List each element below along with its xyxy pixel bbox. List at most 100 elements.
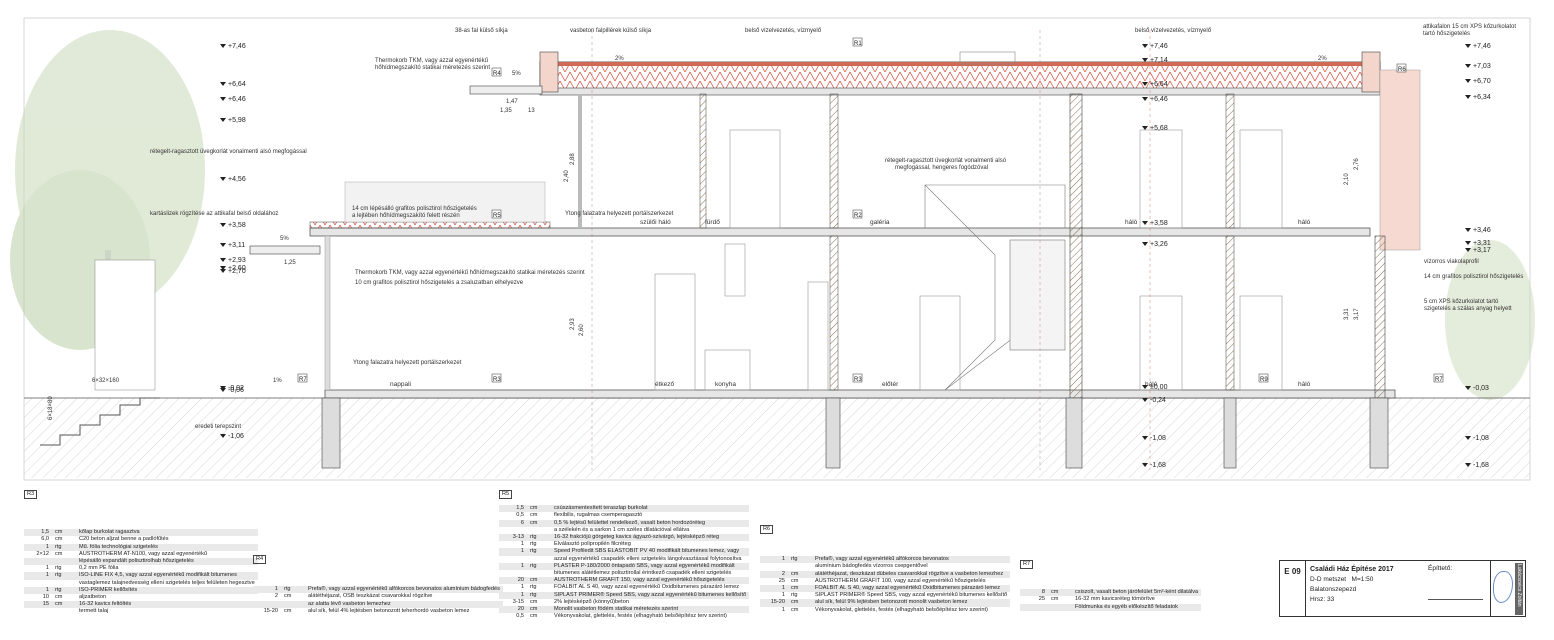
exterior-steps (40, 397, 160, 446)
spec-thickness: 1 (781, 592, 785, 599)
note-insulation-14b: a lejtében hőhídmegszakító felett részén (352, 213, 460, 219)
spec-thickness (24, 580, 52, 587)
note-ytong-upper: Ytong falazatra helyezett portálszerkeze… (565, 211, 674, 217)
spec-unit (52, 580, 76, 587)
spec-row: vastaglemez talajnedvesség elleni sziget… (24, 580, 258, 587)
spec-r7-code: R7 (1020, 560, 1034, 570)
spec-r3-code: R3 (24, 490, 38, 500)
spec-unit: cm (284, 607, 292, 614)
level-label: ±0,00 (1150, 384, 1168, 391)
spec-description: alátéthéjazat, OSB teszkázat csavarokkal… (308, 593, 433, 600)
spec-thickness: 1 (760, 585, 788, 593)
spec-unit (1048, 603, 1072, 611)
note-drip-profile: vízorros viakolaprofil (1424, 259, 1479, 265)
room-konyha: konyha (715, 381, 736, 388)
dim-2-93: 2,93 (570, 318, 576, 330)
level-label: +7,46 (1150, 43, 1168, 50)
note-cartridges: kartáslizek rögzítése az attikafal belső… (150, 211, 278, 217)
spec-description: csiszolt, vasalt beton járófelület 5m²-k… (1072, 589, 1202, 597)
level-marker (1465, 386, 1471, 390)
spec-description: Prefa®, vagy azzal egyenértékű alfókorco… (305, 586, 503, 594)
spec-thickness: 25 (778, 577, 785, 584)
spec-unit: cm (527, 577, 551, 585)
level-marker (1465, 436, 1471, 440)
level-label: +2,70 (228, 268, 246, 275)
note-terrain: eredeti terepszint (195, 424, 241, 430)
wall-right (1374, 235, 1386, 399)
level-marker (1142, 385, 1148, 389)
foundations (321, 397, 1389, 469)
spec-thickness: 6 (499, 519, 527, 527)
room-halo-up2: háló (1298, 219, 1311, 226)
stamp-label: Lukácsovics Zoltán (1515, 563, 1523, 615)
note-wall-face: 38-as fal külső síkja (455, 28, 508, 34)
grid-lines (591, 30, 1151, 470)
spec-unit: cm (788, 585, 812, 593)
spec-r4-code: R4 (253, 555, 267, 565)
dim-slope-1: 2% (615, 56, 624, 62)
spec-unit: cm (527, 519, 551, 527)
spec-description: Speed Profiledit SBS ELASTOBIT PV 40 mod… (551, 548, 750, 556)
spec-thickness: 0,5 (516, 512, 524, 519)
signature-line (1428, 599, 1483, 600)
spec-thickness: 0,5 (516, 613, 524, 620)
spec-description: alátéthéjazat, deszkázat dübeles csavaro… (812, 570, 1011, 578)
level-marker (220, 258, 226, 262)
level-marker (220, 243, 226, 247)
spec-unit: cm (55, 536, 63, 543)
level-marker (220, 177, 226, 181)
right-parapet (1361, 51, 1381, 93)
spec-description: csúszásmentesített teraszlap burkolat (551, 505, 750, 513)
spec-description: Vékonyvakolat, glettelés, festés (elhagy… (554, 613, 727, 620)
spec-description: Mű. fólia technológiai szigetelés (76, 543, 258, 551)
spec-row: a szélekén és a sarkon 1 cm széles dilat… (499, 527, 749, 534)
section-drawing: +7,46+6,64+6,46+5,98+4,56+3,58+3,11+2,93… (10, 17, 1535, 481)
level-label: +2,60 (228, 265, 246, 272)
glass-facade-upper (578, 94, 582, 228)
spec-description: az alatta lévő vasbeton lemezhez (305, 600, 503, 608)
level-label: +4,56 (228, 176, 246, 183)
spec-unit: rtg (788, 556, 812, 564)
spec-unit: rtg (52, 586, 76, 595)
sheet-number: E 09 (1280, 561, 1306, 616)
room-szuloi-halo: szülői háló (640, 219, 671, 226)
spec-unit: cm (788, 599, 812, 607)
dim-2-10: 2,10 (1344, 173, 1350, 185)
spec-description: termett talaj (79, 608, 109, 615)
level-label: +6,70 (1473, 78, 1491, 85)
spec-thickness: 1 (24, 572, 52, 580)
level-label: +7,14 (1150, 57, 1168, 64)
spec-row: Földmunka és egyéb előkészítő feladatok (1020, 603, 1202, 611)
spec-thickness: 15 (24, 601, 52, 609)
tag-r3b: R3 (854, 377, 862, 383)
spec-thickness: 2 (274, 593, 278, 600)
wall-lower-1 (829, 235, 839, 391)
dim-3-17: 3,17 (1354, 308, 1360, 320)
spec-description: Földmunka és egyéb előkészítő feladatok (1072, 603, 1202, 611)
spec-row: bitumenes alátétlemez polisztirollal éri… (499, 570, 749, 577)
level-marker (220, 97, 226, 101)
level-marker (220, 82, 226, 86)
spec-unit: cm (52, 529, 76, 537)
spec-unit: cm (530, 613, 538, 620)
level-label: +3,58 (228, 222, 246, 229)
spec-thickness: 1 (45, 565, 49, 572)
room-furdo: fürdő (705, 219, 720, 226)
note-thermokorb-2: hőhídmegszakító statikai méretezés szeri… (375, 65, 490, 71)
spec-thickness: 20 (499, 577, 527, 585)
spec-description: alul sík, felül 9% lejtésben betonozott … (812, 599, 1011, 607)
level-marker (220, 434, 226, 438)
spec-description: SIPLAST PRIMER® Speed SBS, vagy azzal eg… (815, 592, 1008, 599)
roof-skylight (959, 51, 1016, 65)
spec-thickness: 1 (520, 541, 524, 548)
